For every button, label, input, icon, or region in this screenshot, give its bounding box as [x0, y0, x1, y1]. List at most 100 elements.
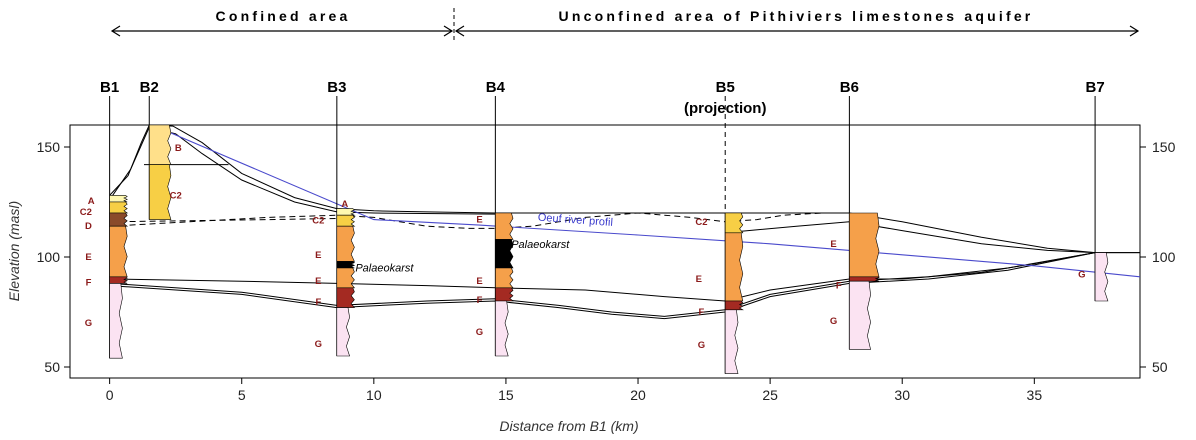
c2-base-dashed-line: [109, 214, 496, 229]
borehole-b6-unit-0: [849, 212, 880, 278]
borehole-b5: B5: [716, 79, 744, 374]
y-tick-label-right: 100: [1152, 249, 1176, 265]
borehole-b3-label: B3: [327, 79, 346, 96]
boreholes: B1 B2 B3 B4 B5 B6 B7: [100, 79, 1109, 374]
borehole-b1-unit-1: [109, 201, 129, 214]
river-label: Oeuf river profil: [537, 212, 613, 229]
unit-label: G: [698, 340, 705, 351]
unit-label: G: [315, 339, 322, 350]
x-tick-label: 25: [762, 387, 778, 403]
x-tick-label: 20: [630, 387, 646, 403]
palaeokarst-label-b3: Palaeokarst: [355, 262, 414, 274]
c2-base-dashed-line-3: [725, 212, 824, 223]
x-tick-label: 35: [1027, 387, 1043, 403]
borehole-b3-unit-6: [336, 307, 351, 357]
unit-label: A: [88, 196, 95, 207]
unit-label: E: [315, 250, 321, 261]
borehole-b2-unit-1: [149, 164, 172, 220]
borehole-b6-label: B6: [840, 79, 859, 96]
borehole-b3-unit-3: [336, 261, 356, 269]
b1-b3-dashed-line: [109, 218, 337, 223]
y-tick-label-left: 50: [44, 359, 60, 375]
unit-label: F: [477, 295, 483, 306]
y-tick-label-right: 50: [1152, 359, 1168, 375]
unit-label: C2: [312, 216, 324, 227]
unconfined-area-title: Unconfined area of Pithiviers limestones…: [559, 8, 1034, 24]
borehole-b2: B2: [140, 79, 172, 220]
geology-layers: [109, 124, 1141, 320]
borehole-b3: B3: [327, 79, 356, 357]
unit-label: E: [696, 274, 702, 285]
unit-label: C2: [170, 190, 182, 201]
unit-label: E: [476, 276, 482, 287]
unit-label: F: [836, 281, 842, 292]
b5-projection-note: (projection): [684, 100, 767, 117]
c2-base-dashed-line-2: [495, 212, 726, 229]
unit-label: E: [476, 215, 482, 226]
borehole-b6: B6: [840, 79, 881, 350]
borehole-b1-label: B1: [100, 79, 119, 96]
borehole-b5-unit-2: [724, 300, 744, 311]
x-axis-label: Distance from B1 (km): [499, 418, 638, 434]
palaeokarst-label-b4: Palaeokarst: [511, 239, 570, 251]
borehole-b1-unit-3: [109, 225, 128, 278]
unit-label: F: [315, 297, 321, 308]
borehole-b2-unit-0: [149, 124, 172, 165]
borehole-b1-unit-5: [109, 283, 123, 359]
top-g-line-2: [109, 252, 1096, 317]
borehole-b3-unit-1: [336, 214, 356, 227]
borehole-b5-unit-3: [724, 309, 739, 374]
unit-label: E: [315, 276, 321, 287]
x-tick-label: 0: [106, 387, 114, 403]
unit-label: B: [175, 143, 182, 154]
unit-label: E: [830, 239, 836, 250]
borehole-b5-label: B5: [716, 79, 735, 96]
borehole-b3-unit-5: [336, 287, 356, 308]
top-g-line: [109, 252, 1096, 320]
unit-label: C2: [695, 217, 707, 228]
confined-area-title: Confined area: [216, 8, 351, 24]
borehole-b2-label: B2: [140, 79, 159, 96]
y-tick-label-left: 150: [37, 139, 61, 155]
borehole-b6-unit-2: [849, 280, 871, 350]
borehole-b5-unit-1: [724, 232, 744, 302]
borehole-b7-unit-0: [1094, 252, 1109, 302]
borehole-b4-unit-0: [495, 212, 514, 240]
borehole-b6-unit-1: [849, 276, 881, 282]
unit-label: G: [85, 318, 92, 329]
unit-label: G: [830, 316, 837, 327]
x-tick-label: 15: [498, 387, 514, 403]
borehole-b3-unit-2: [336, 225, 355, 262]
y-tick-label-right: 150: [1152, 139, 1176, 155]
unit-label: A: [341, 199, 348, 210]
unit-label: G: [1078, 270, 1085, 281]
unit-label: C2: [80, 207, 92, 218]
oeuf-river-profile-line: [167, 131, 1141, 278]
borehole-b1-unit-0: [109, 195, 128, 203]
borehole-b1-unit-2: [109, 212, 129, 227]
x-tick-label: 30: [894, 387, 910, 403]
borehole-b4-unit-2: [495, 267, 514, 289]
borehole-b4: B4: [486, 79, 514, 357]
plot-frame: [69, 124, 1141, 379]
borehole-b4-label: B4: [486, 79, 506, 96]
unit-label: F: [86, 277, 92, 288]
borehole-b7-label: B7: [1085, 79, 1104, 96]
borehole-b5-unit-0: [724, 212, 744, 234]
borehole-b4-unit-3: [495, 287, 514, 302]
borehole-b1: B1: [100, 79, 129, 359]
unit-label: G: [476, 327, 483, 338]
x-tick-label: 10: [366, 387, 382, 403]
header-arrows: [110, 8, 1140, 42]
x-tick-label: 5: [238, 387, 246, 403]
y-tick-label-left: 100: [37, 249, 61, 265]
axes: 0 5 10 15 20 25 30 35 50 50 100 100 150 150: [37, 139, 1176, 403]
unconfined-base-line: [725, 221, 1140, 254]
unit-label: E: [85, 252, 91, 263]
ground-surface-line-2: [109, 126, 496, 215]
borehole-b7: B7: [1085, 79, 1109, 302]
unit-label: F: [699, 307, 705, 318]
top-f-line: [109, 252, 1096, 302]
